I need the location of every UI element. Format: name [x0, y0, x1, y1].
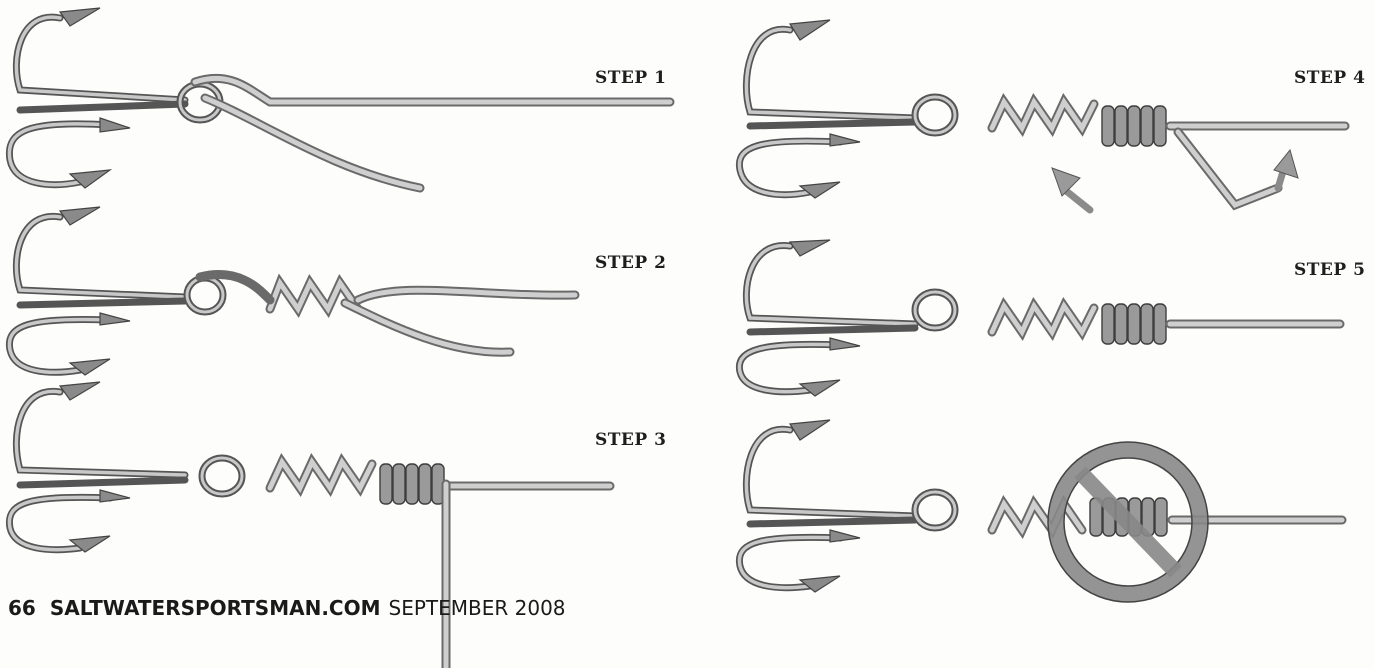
issue-date: SEPTEMBER 2008: [389, 596, 566, 620]
step-4-label: STEP 4: [1294, 68, 1365, 88]
wrap-coils: [380, 464, 444, 504]
page-footer: 66 SALTWATERSPORTSMAN.COM SEPTEMBER 2008: [8, 596, 566, 620]
incorrect-knot-drawing: [730, 410, 1374, 668]
website-name: SALTWATERSPORTSMAN.COM: [50, 596, 381, 620]
step-2-illustration: STEP 2: [0, 205, 680, 380]
step-1-illustration: STEP 1: [0, 0, 680, 200]
step-5-illustration: STEP 5: [730, 240, 1374, 400]
treble-hook: [9, 8, 220, 188]
arrow-right-up-icon: [1274, 150, 1298, 188]
step-4-drawing: [730, 0, 1374, 240]
step-1-label: STEP 1: [595, 68, 666, 88]
step-2-label: STEP 2: [595, 253, 666, 273]
step-3-illustration: STEP 3: [0, 380, 680, 668]
arrow-left-up-icon: [1052, 168, 1090, 210]
step-3-label: STEP 3: [595, 430, 666, 450]
step-5-label: STEP 5: [1294, 260, 1365, 280]
step-2-drawing: [0, 205, 680, 380]
incorrect-knot-illustration: [730, 410, 1374, 668]
step-1-drawing: [0, 0, 680, 200]
step-5-drawing: [730, 240, 1374, 400]
step-4-illustration: STEP 4: [730, 0, 1374, 240]
page-number: 66: [8, 596, 36, 620]
step-3-drawing: [0, 380, 680, 668]
